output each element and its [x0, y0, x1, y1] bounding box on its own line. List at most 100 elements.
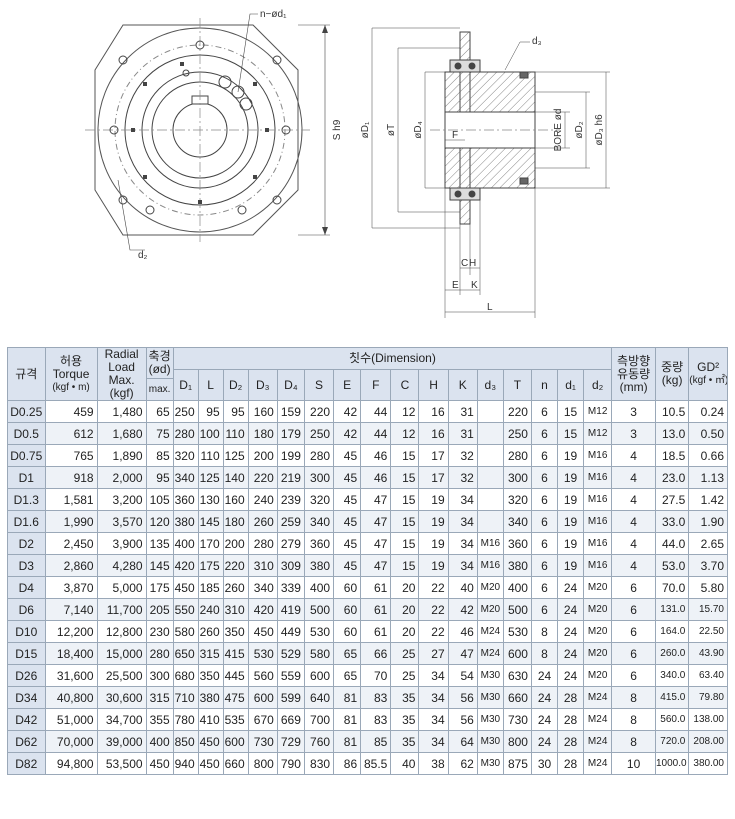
- table-cell: 110: [222, 422, 249, 445]
- table-cell: 3: [611, 400, 656, 423]
- table-cell: 180: [247, 422, 278, 445]
- e-label: E: [452, 280, 459, 291]
- table-cell: 850: [172, 730, 199, 753]
- table-cell: 15: [557, 400, 585, 423]
- table-cell: 179: [276, 422, 305, 445]
- table-cell: 34: [418, 730, 449, 753]
- table-cell: 16: [418, 400, 449, 423]
- table-cell: 350: [197, 664, 224, 687]
- f-label: F: [452, 130, 458, 141]
- t-label: øT: [386, 124, 397, 136]
- bolt-hole: [272, 195, 282, 205]
- table-cell: 415: [222, 642, 249, 665]
- table-cell: 419: [276, 598, 305, 621]
- table-cell: 208.00: [688, 730, 728, 753]
- header-dimension: 칫수(Dimension): [172, 347, 613, 370]
- table-cell: 31,600: [44, 664, 98, 687]
- table-cell: 3.70: [688, 554, 728, 577]
- table-cell: 670: [247, 708, 278, 731]
- table-cell: M30: [476, 686, 504, 709]
- header-d2-small: d₂: [583, 369, 613, 401]
- table-cell: M16: [583, 444, 613, 467]
- table-cell: 310: [247, 554, 278, 577]
- table-cell: M20: [583, 620, 613, 643]
- table-cell: M24: [476, 642, 504, 665]
- table-cell: 6: [530, 576, 559, 599]
- table-cell: M16: [583, 532, 613, 555]
- model-cell: D10: [7, 620, 46, 643]
- table-cell: 19: [557, 488, 585, 511]
- table-cell: 46: [447, 620, 478, 643]
- table-cell: 765: [44, 444, 98, 467]
- table-cell: 630: [502, 664, 532, 687]
- table-cell: 81: [333, 730, 362, 753]
- table-cell: 24: [530, 730, 559, 753]
- table-cell: 3,870: [44, 576, 98, 599]
- table-cell: 24: [557, 642, 585, 665]
- table-cell: 6: [530, 554, 559, 577]
- table-cell: 20: [390, 576, 420, 599]
- table-cell: 164.0: [654, 620, 690, 643]
- table-cell: 95: [197, 400, 224, 423]
- c-label: C: [461, 258, 468, 269]
- table-cell: 19: [557, 444, 585, 467]
- table-cell: 6: [611, 576, 656, 599]
- table-cell: 46: [360, 466, 392, 489]
- table-cell: 60: [333, 576, 362, 599]
- table-cell: 24: [557, 664, 585, 687]
- table-cell: 22: [418, 598, 449, 621]
- table-cell: 22: [418, 576, 449, 599]
- table-cell: 5,000: [96, 576, 147, 599]
- header-k: K: [447, 369, 478, 401]
- table-cell: 56: [447, 686, 478, 709]
- table-cell: 300: [303, 466, 335, 489]
- table-cell: 259: [276, 510, 305, 533]
- table-cell: 28: [557, 708, 585, 731]
- table-cell: 800: [247, 752, 278, 775]
- table-cell: 45: [333, 488, 362, 511]
- table-cell: 240: [197, 598, 224, 621]
- table-cell: 20: [390, 620, 420, 643]
- table-cell: 81: [333, 708, 362, 731]
- table-cell: 35: [390, 686, 420, 709]
- header-model: 규격: [7, 347, 46, 401]
- table-cell: 449: [276, 620, 305, 643]
- table-cell: 15: [390, 532, 420, 555]
- table-cell: 599: [276, 686, 305, 709]
- table-cell: 38: [418, 752, 449, 775]
- table-cell: 32: [447, 466, 478, 489]
- table-cell: 660: [502, 686, 532, 709]
- table-cell: 260.0: [654, 642, 690, 665]
- table-cell: 75: [145, 422, 174, 445]
- model-cell: D62: [7, 730, 46, 753]
- table-cell: 145: [197, 510, 224, 533]
- table-cell: M24: [583, 730, 613, 753]
- table-cell: 450: [145, 752, 174, 775]
- table-cell: 130: [197, 488, 224, 511]
- table-cell: 19: [418, 554, 449, 577]
- table-cell: 220: [247, 466, 278, 489]
- table-cell: 530: [303, 620, 335, 643]
- table-cell: 15: [557, 422, 585, 445]
- table-cell: 45: [333, 510, 362, 533]
- table-cell: 8: [611, 730, 656, 753]
- table-cell: 780: [172, 708, 199, 731]
- table-cell: 219: [276, 466, 305, 489]
- table-cell: 47: [360, 488, 392, 511]
- table-cell: 200: [247, 444, 278, 467]
- table-cell: 3: [611, 422, 656, 445]
- table-cell: 240: [247, 488, 278, 511]
- header-gd2: GD² (kgf • ㎡): [688, 347, 728, 401]
- table-cell: 380: [303, 554, 335, 577]
- bore-label: BORE ød: [553, 109, 564, 152]
- table-cell: 300: [145, 664, 174, 687]
- table-cell: 70.0: [654, 576, 690, 599]
- header-shaft-max: max.: [145, 378, 174, 401]
- k-label: K: [471, 280, 478, 291]
- table-cell: 3,900: [96, 532, 147, 555]
- table-cell: 559: [276, 664, 305, 687]
